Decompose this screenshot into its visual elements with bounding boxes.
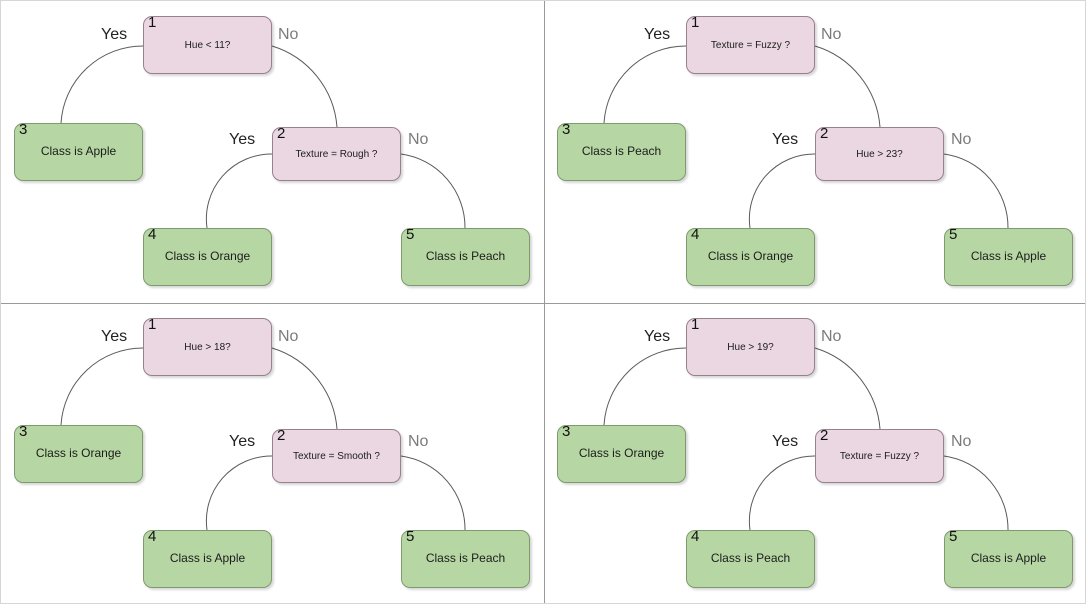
tree-node-label: Texture = Fuzzy ?: [839, 450, 920, 462]
edge-label-1-2: No: [821, 328, 842, 345]
edge-label-2-4: Yes: [229, 433, 256, 450]
edge-label-1-2: No: [821, 26, 842, 43]
tree-edge-1-2: [271, 45, 338, 128]
edge-label-1-3: Yes: [101, 328, 128, 345]
tree-node-label: Class is Apple: [169, 551, 246, 566]
tree-node-number: 5: [406, 226, 415, 243]
tree-node-label: Class is Peach: [425, 249, 506, 264]
tree-edge-2-4: [205, 153, 273, 229]
tree-node-number: 2: [820, 125, 829, 142]
tree-node-label: Class is Apple: [40, 144, 117, 159]
tree-node-number: 1: [691, 316, 700, 333]
tree-edge-2-5: [943, 153, 1009, 229]
tree-edge-2-4: [205, 455, 273, 531]
tree-node-number: 3: [562, 423, 571, 440]
tree-edge-1-2: [271, 347, 338, 430]
edge-label-2-5: No: [951, 433, 972, 450]
panel-divider-vertical: [544, 1, 545, 603]
tree-node-label: Class is Peach: [425, 551, 506, 566]
edge-label-1-3: Yes: [644, 328, 671, 345]
edge-label-1-2: No: [278, 328, 299, 345]
tree-node-number: 3: [19, 121, 28, 138]
tree-node-label: Class is Apple: [970, 551, 1047, 566]
tree-node-label: Class is Peach: [710, 551, 791, 566]
edge-label-2-4: Yes: [772, 131, 799, 148]
tree-node-number: 5: [949, 528, 958, 545]
tree-edge-2-4: [748, 153, 816, 229]
tree-edge-2-5: [400, 455, 466, 531]
tree-edge-1-3: [603, 347, 687, 426]
tree-node-label: Hue < 11?: [184, 39, 231, 51]
edge-label-2-5: No: [408, 131, 429, 148]
edge-label-2-4: Yes: [772, 433, 799, 450]
tree-edge-2-4: [748, 455, 816, 531]
tree-node-label: Hue > 19?: [727, 341, 774, 353]
tree-node-number: 3: [19, 423, 28, 440]
tree-edge-2-5: [400, 153, 466, 229]
tree-node-number: 2: [820, 427, 829, 444]
tree-node-number: 3: [562, 121, 571, 138]
tree-edge-1-3: [60, 45, 144, 124]
tree-node-label: Texture = Fuzzy ?: [710, 39, 791, 51]
tree-node-label: Class is Orange: [578, 446, 665, 461]
tree-node-number: 4: [148, 226, 157, 243]
edge-label-1-3: Yes: [644, 26, 671, 43]
tree-node-label: Class is Peach: [581, 144, 662, 159]
edge-label-2-4: Yes: [229, 131, 256, 148]
tree-edge-1-2: [814, 45, 881, 128]
tree-node-number: 5: [949, 226, 958, 243]
tree-node-number: 2: [277, 125, 286, 142]
tree-node-label: Class is Orange: [164, 249, 251, 264]
tree-edge-1-3: [603, 45, 687, 124]
tree-node-label: Texture = Smooth ?: [293, 450, 380, 462]
tree-node-number: 4: [148, 528, 157, 545]
tree-node-label: Class is Orange: [707, 249, 794, 264]
edge-label-1-2: No: [278, 26, 299, 43]
edge-label-2-5: No: [408, 433, 429, 450]
tree-node-number: 1: [148, 14, 157, 31]
edge-label-2-5: No: [951, 131, 972, 148]
panel-divider-horizontal: [1, 303, 1085, 304]
tree-node-number: 4: [691, 226, 700, 243]
tree-node-number: 1: [691, 14, 700, 31]
tree-node-number: 5: [406, 528, 415, 545]
tree-node-label: Class is Apple: [970, 249, 1047, 264]
tree-edge-2-5: [943, 455, 1009, 531]
tree-node-label: Texture = Rough ?: [295, 148, 378, 160]
tree-node-label: Class is Orange: [35, 446, 122, 461]
edge-label-1-3: Yes: [101, 26, 128, 43]
tree-edge-1-3: [60, 347, 144, 426]
tree-edge-1-2: [814, 347, 881, 430]
tree-node-number: 2: [277, 427, 286, 444]
tree-node-number: 4: [691, 528, 700, 545]
tree-node-number: 1: [148, 316, 157, 333]
tree-node-label: Hue > 18?: [184, 341, 231, 353]
tree-node-label: Hue > 23?: [856, 148, 903, 160]
